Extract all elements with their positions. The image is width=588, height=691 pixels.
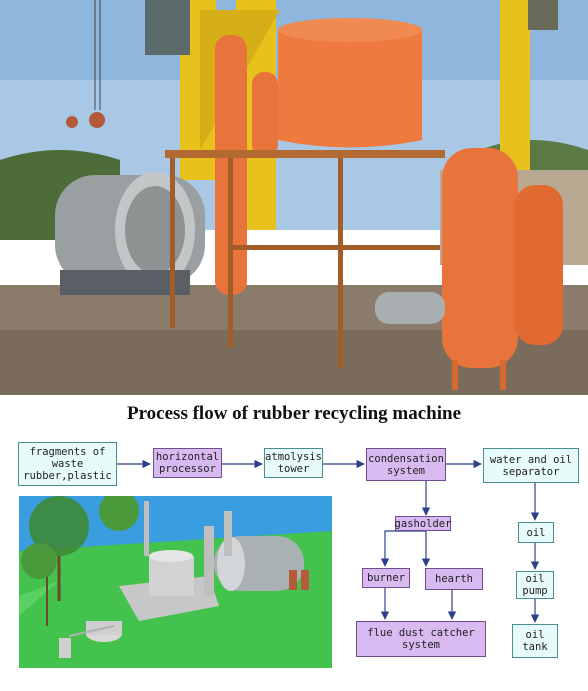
page-title: Process flow of rubber recycling machine [126,403,462,424]
oil-tank-label: oil tank [522,629,548,653]
atmolysis-tower-box: atmolysis tower [264,448,323,478]
condensation-system-label: condensation system [368,452,444,477]
burner-label: burner [367,572,405,584]
factory-photo [0,0,588,395]
fragments-label: fragments of waste rubber,plastic [23,446,112,482]
oil-pump-label: oil pump [522,573,548,597]
separator-box: water and oil separator [483,448,579,483]
horizontal-processor-box: horizontal processor [153,448,222,478]
hearth-box: hearth [425,568,483,590]
separator-label: water and oil separator [489,453,573,478]
horizontal-processor-label: horizontal processor [155,451,220,475]
flue-dust-catcher-box: flue dust catcher system [356,621,486,657]
fragments-box: fragments of waste rubber,plastic [18,442,117,486]
burner-box: burner [362,568,410,588]
oil-tank-box: oil tank [512,624,558,658]
atmolysis-tower-label: atmolysis tower [265,451,322,475]
flue-dust-catcher-label: flue dust catcher system [367,627,475,651]
machine-rendering [19,496,332,668]
hearth-label: hearth [435,573,473,585]
flow-arrows [117,459,540,623]
gasholder-box: gasholder [395,516,451,531]
condensation-system-box: condensation system [366,448,446,481]
oil-box: oil [518,522,554,543]
gasholder-label: gasholder [394,517,452,530]
oil-label: oil [526,526,546,539]
oil-pump-box: oil pump [516,571,554,599]
